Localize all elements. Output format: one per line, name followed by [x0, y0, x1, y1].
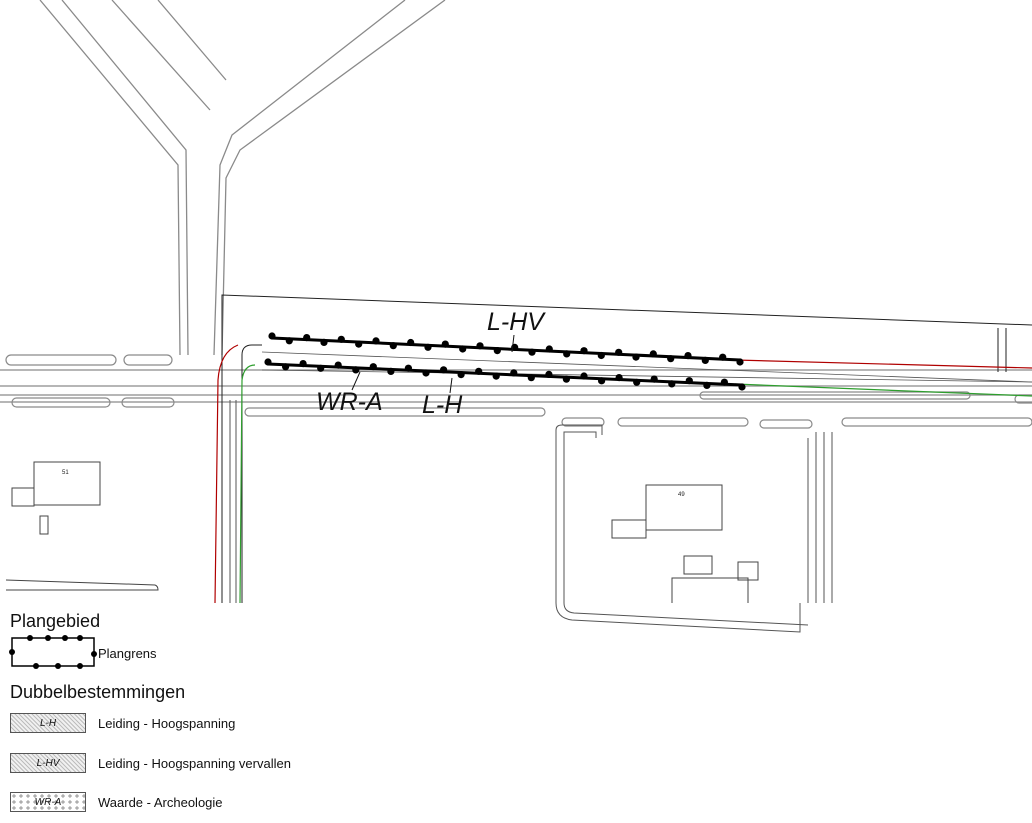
red-line: [214, 344, 1032, 603]
swatch-lh: L-H: [10, 713, 86, 733]
boundary-marker: [264, 358, 272, 366]
boundary-marker: [720, 378, 729, 386]
boundary-marker: [285, 337, 293, 345]
boundary-marker: [459, 345, 467, 353]
boundary-marker: [615, 374, 623, 382]
legend-heading-dubbelbestemmingen: Dubbelbestemmingen: [10, 682, 186, 702]
boundary-marker: [668, 380, 676, 388]
boundary-marker: [649, 350, 657, 358]
boundary-marker: [355, 340, 363, 348]
plan-boundary: [264, 332, 746, 391]
vertical-road: [229, 400, 237, 603]
legend-label-plangrens: Plangrens: [98, 645, 157, 661]
legend-row-wra: WR-A Waarde - Archeologie: [10, 791, 223, 813]
house-number-49: 49: [678, 492, 685, 498]
parcel-right-bottom: [555, 602, 809, 633]
boundary-marker: [424, 343, 432, 351]
boundary-marker: [407, 338, 415, 347]
building-right: [611, 484, 759, 603]
cross-pattern: [11, 793, 85, 811]
boundary-marker: [703, 381, 711, 389]
boundary-marker: [493, 347, 501, 355]
plan-area-outline: [221, 294, 1032, 603]
boundary-marker: [337, 335, 345, 343]
legend-label-lh: Leiding - Hoogspanning: [98, 715, 236, 731]
boundary-marker: [457, 371, 465, 379]
boundary-marker: [404, 364, 412, 372]
boundary-marker: [667, 355, 675, 363]
boundary-marker: [387, 367, 395, 375]
boundary-marker: [303, 334, 311, 342]
boundary-marker: [736, 358, 744, 366]
swatch-lhv: L-HV: [10, 753, 86, 773]
boundary-marker: [684, 352, 692, 360]
boundary-marker: [492, 372, 500, 380]
zone-label-lhv: L-HV: [487, 308, 546, 336]
boundary-marker: [685, 377, 693, 385]
boundary-marker: [476, 342, 484, 350]
boundary-marker: [320, 338, 328, 346]
zone-label-wra: WR-A: [316, 388, 383, 416]
boundary-marker: [441, 340, 449, 348]
boundary-marker: [352, 366, 360, 374]
boundary-marker: [369, 363, 377, 371]
diagonal-road: [39, 0, 446, 356]
boundary-marker: [545, 345, 553, 353]
legend-row-lhv: L-HV Leiding - Hoogspanning vervallen: [10, 752, 291, 774]
legend-label-wra: Waarde - Archeologie: [98, 794, 223, 810]
boundary-marker: [719, 353, 727, 361]
boundary-marker: [475, 367, 483, 375]
boundary-marker: [317, 364, 325, 372]
legend-heading-plangebied: Plangebied: [10, 611, 101, 631]
legend-label-lhv: Leiding - Hoogspanning vervallen: [98, 755, 291, 771]
boundary-marker: [615, 348, 623, 356]
green-line: [239, 364, 1032, 603]
boundary-marker: [389, 342, 397, 350]
plangrens-swatch: [9, 635, 97, 669]
zone-label-lh: L-H: [422, 391, 463, 419]
boundary-marker: [650, 375, 658, 383]
swatch-wra-code: WR-A: [34, 796, 62, 808]
legend-row-lh: L-H Leiding - Hoogspanning: [10, 712, 235, 734]
boundary-marker: [598, 377, 606, 385]
boundary-marker: [545, 370, 553, 378]
boundary-marker: [632, 353, 640, 361]
boundary-marker: [580, 372, 588, 380]
boundary-marker: [563, 350, 571, 358]
boundary-marker: [440, 366, 448, 374]
main-road: [0, 354, 1032, 429]
swatch-wra: WR-A: [10, 792, 86, 812]
house-number-51: 51: [62, 470, 69, 476]
boundary-marker: [580, 347, 588, 355]
boundary-marker: [597, 351, 605, 360]
boundary-marker: [528, 348, 536, 356]
legend-row-plangrens: Plangrens: [86, 642, 157, 664]
boundary-marker: [527, 374, 535, 382]
boundary-marker: [282, 363, 290, 371]
boundary-marker: [633, 378, 641, 386]
boundary-marker: [510, 369, 518, 377]
building-left: [5, 461, 159, 591]
boundary-marker: [701, 356, 709, 364]
parcel-right: [555, 424, 833, 603]
boundary-marker: [738, 383, 746, 391]
boundary-marker: [268, 332, 276, 340]
boundary-marker: [334, 361, 342, 369]
boundary-marker: [372, 337, 380, 345]
boundary-marker: [422, 369, 430, 377]
boundary-marker: [562, 375, 571, 383]
boundary-marker: [299, 360, 307, 368]
